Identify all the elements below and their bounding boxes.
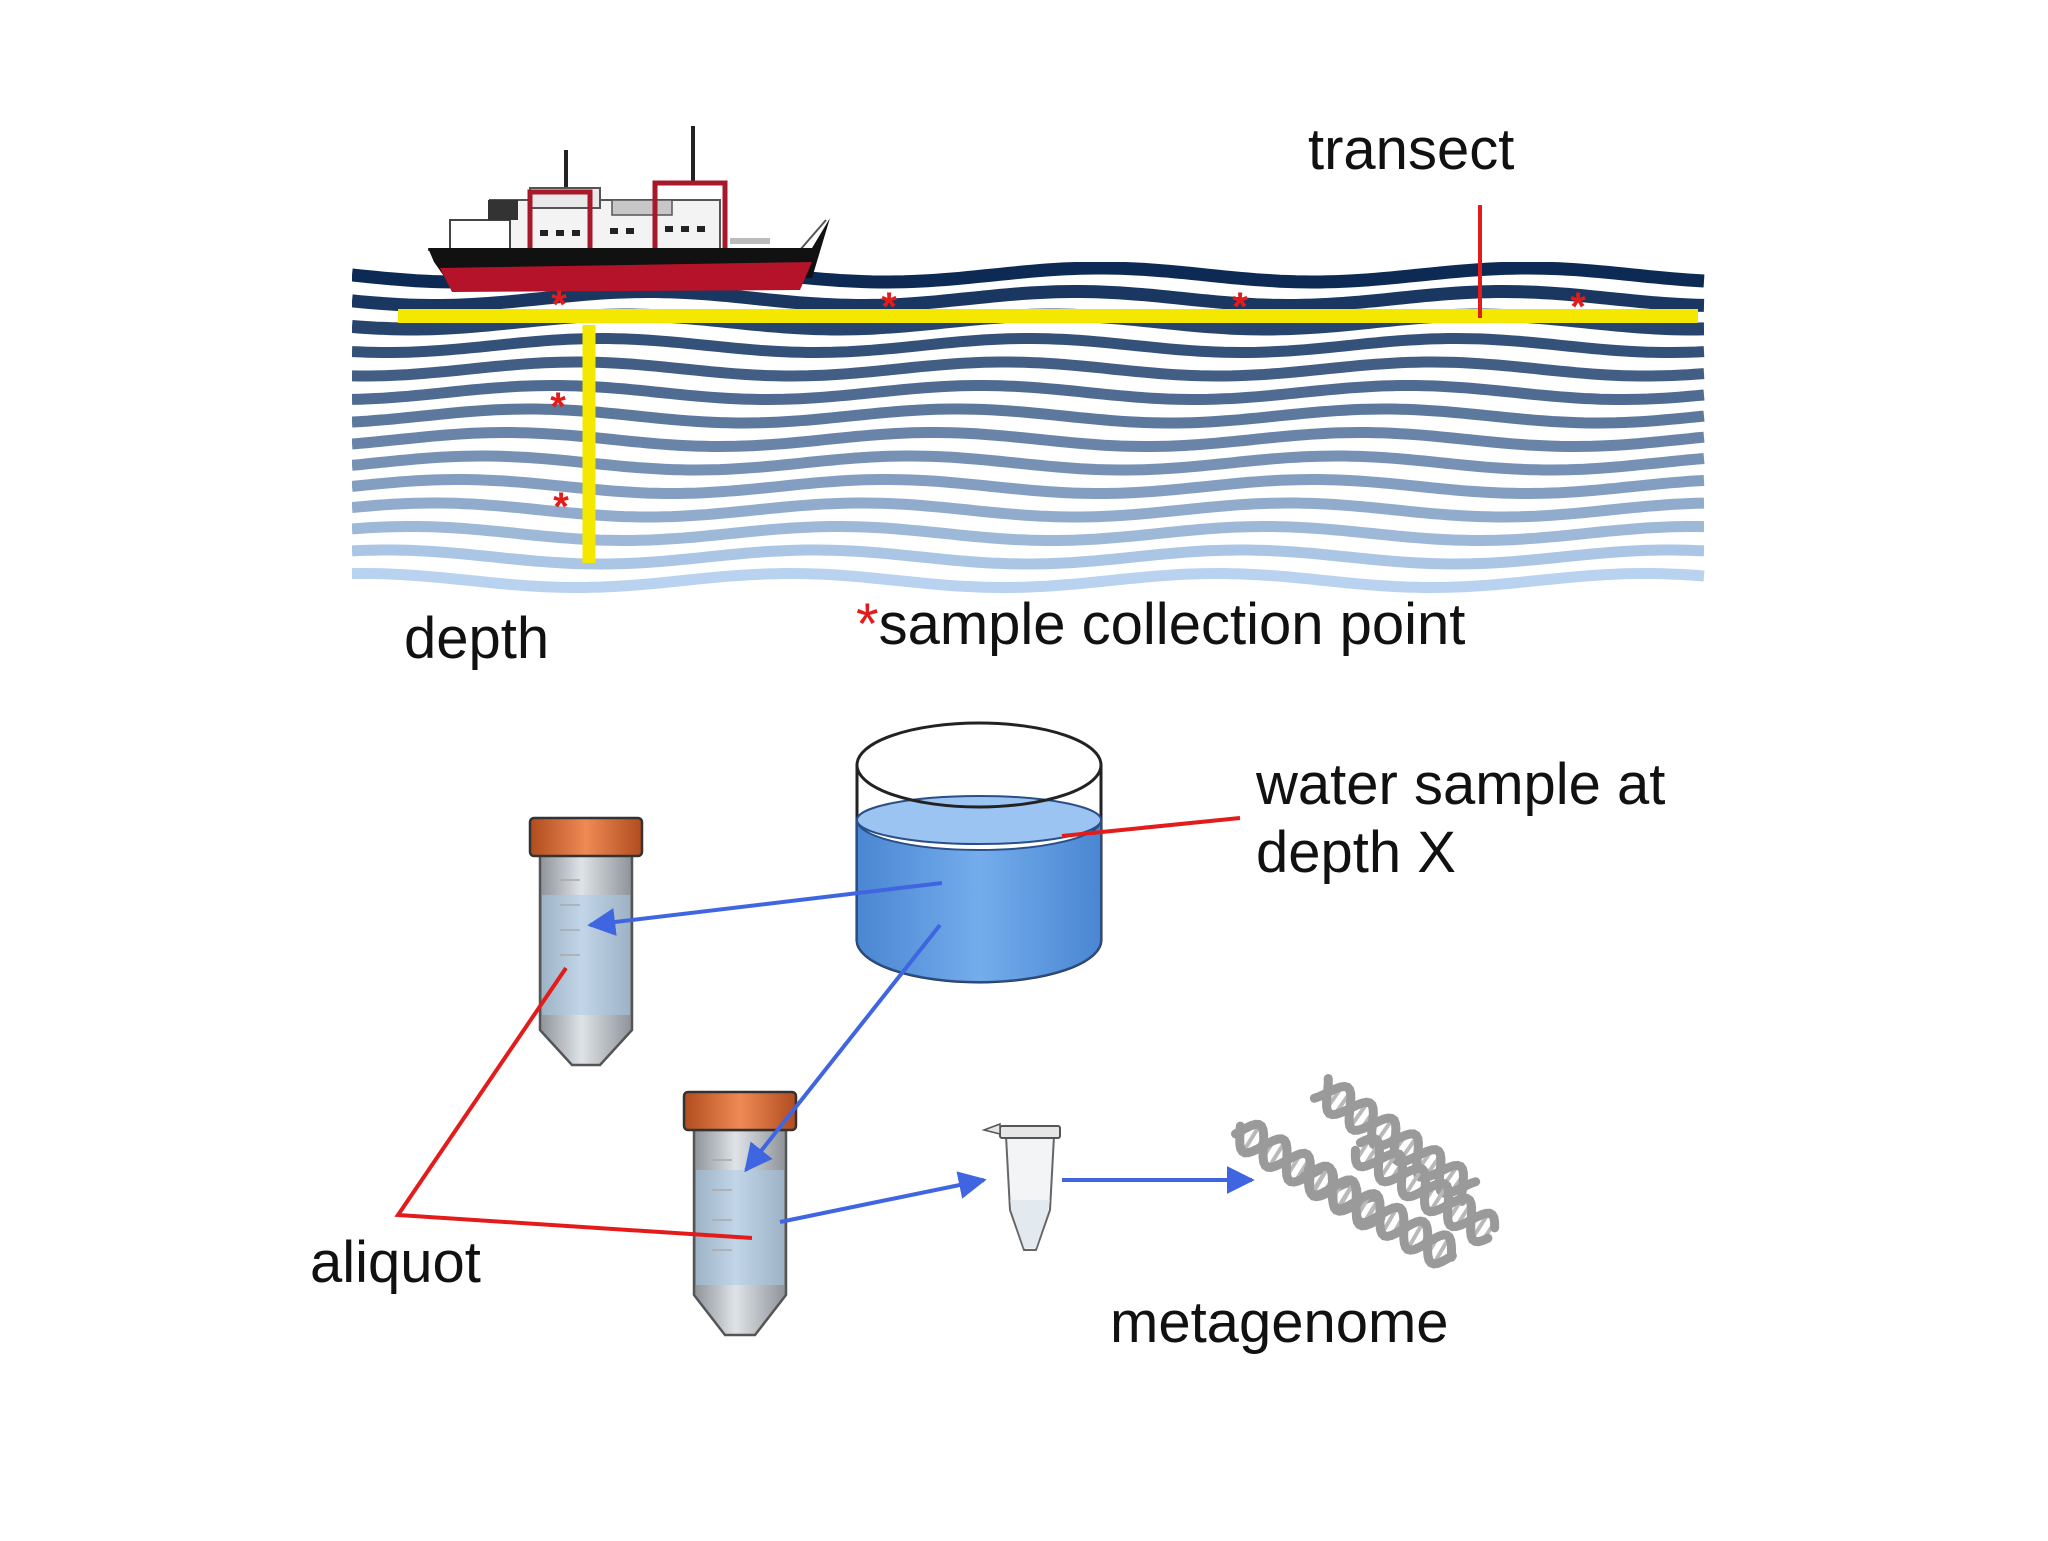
wave-band: [352, 521, 1705, 546]
wave-band: [352, 474, 1705, 499]
aliquot-pointer-line: [394, 966, 753, 1240]
beaker-to-tube1-arrow: [587, 881, 943, 936]
dna-strand: [1299, 1161, 1457, 1269]
dna-strand: [1350, 1133, 1500, 1247]
dna-helix-icon: [1231, 1073, 1500, 1269]
legend-text: sample collection point: [878, 592, 1466, 657]
sample-star-marker: *: [1570, 285, 1586, 329]
sample-star-marker: *: [881, 285, 897, 329]
wave-band: [352, 403, 1705, 429]
depth-label: depth: [404, 606, 550, 671]
wave-band: [352, 356, 1705, 382]
wave-band: [352, 427, 1705, 452]
aliquot-label: aliquot: [310, 1230, 481, 1295]
research-ship-icon: [428, 126, 830, 292]
centrifuge-tube-icon: [682, 1090, 798, 1337]
legend-star: *: [856, 592, 879, 657]
beaker-to-tube2-arrow: [744, 923, 942, 1173]
beaker-with-water-icon: [855, 721, 1103, 984]
wave-band: [352, 380, 1705, 405]
sample-markers: * * * * * *: [550, 283, 1586, 529]
transect-label: transect: [1308, 117, 1515, 182]
sample-star-marker: *: [551, 283, 567, 327]
centrifuge-tube-icon: [528, 816, 644, 1067]
sample-star-marker: *: [550, 385, 566, 429]
wave-band: [352, 568, 1705, 593]
metagenome-label: metagenome: [1110, 1290, 1449, 1355]
water-sample-label: water sample at depth X: [1256, 751, 1665, 887]
wave-band: [352, 544, 1705, 570]
process-arrows: [587, 881, 1255, 1224]
tube2-to-microtube-arrow: [779, 1171, 987, 1224]
wave-band: [352, 450, 1705, 476]
wave-band: [352, 333, 1705, 358]
water-sample-label-line1: water sample at: [1256, 752, 1666, 817]
legend: *sample collection point: [856, 592, 1465, 659]
wave-band: [352, 497, 1705, 523]
sample-star-marker: *: [553, 485, 569, 529]
microcentrifuge-tube-icon: [981, 1122, 1061, 1251]
annotation-lines: [394, 816, 1241, 1240]
water-sample-label-line2: depth X: [1256, 820, 1456, 885]
water-sample-pointer-line: [1061, 816, 1241, 838]
sample-star-marker: *: [1232, 285, 1248, 329]
